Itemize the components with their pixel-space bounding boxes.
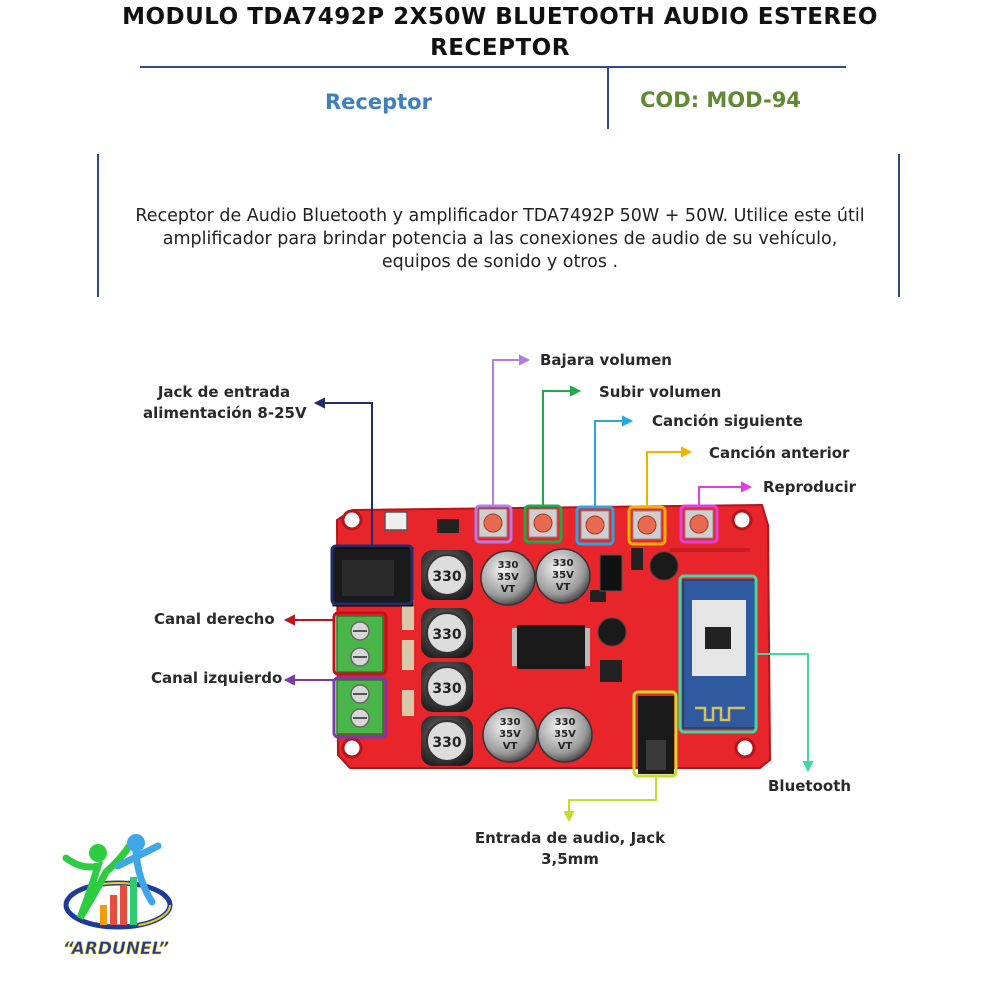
- description-line-2: amplificador para brindar potencia a las…: [162, 229, 838, 249]
- callout-lines: [283, 354, 814, 823]
- inductor-4: 330: [421, 716, 473, 766]
- cap-series: VT: [503, 741, 518, 752]
- product-code: COD: MOD-94: [640, 88, 801, 112]
- cap-voltage: 35V: [552, 570, 574, 581]
- cap-series: VT: [501, 584, 516, 595]
- title-line-1: MODULO TDA7492P 2X50W BLUETOOTH AUDIO ES…: [122, 4, 878, 30]
- vol-up-button: [528, 508, 558, 538]
- bluetooth-label: Bluetooth: [768, 777, 852, 795]
- amplifier-ic: [512, 625, 590, 669]
- header-vertical-divider: [607, 67, 609, 129]
- capacitor-1: 330 35V VT: [480, 550, 536, 606]
- inductor-marking: 330: [432, 627, 461, 643]
- mount-hole: [341, 509, 363, 531]
- cap-value: 330: [498, 560, 519, 571]
- product-description: Receptor de Audio Bluetooth y amplificad…: [105, 205, 895, 274]
- prev-song-label: Canción anterior: [709, 444, 850, 462]
- inductor-3: 330: [421, 662, 473, 712]
- power-jack-label: Jack de entrada alimentación 8-25V: [143, 382, 307, 424]
- prev-song-button: [632, 510, 662, 540]
- next-song-callout: [594, 420, 624, 507]
- logo-text: “ARDUNEL”: [63, 939, 169, 959]
- description-line-1: Receptor de Audio Bluetooth y amplificad…: [135, 206, 865, 226]
- inductor-1: 330: [421, 550, 473, 600]
- description-left-border: [97, 154, 99, 297]
- next-song-label: Canción siguiente: [652, 412, 803, 430]
- dip-switch: [599, 554, 623, 592]
- vol-down-label: Bajara volumen: [540, 351, 672, 369]
- cap-voltage: 35V: [497, 572, 519, 583]
- cap-voltage: 35V: [499, 729, 521, 740]
- power-jack-label-line-2: alimentación 8-25V: [143, 404, 307, 422]
- vol-down-callout: [492, 359, 521, 506]
- small-ic: [437, 519, 459, 533]
- inductor-marking: 330: [432, 681, 461, 697]
- next-song-button: [580, 510, 610, 540]
- title-line-2: RECEPTOR: [430, 35, 570, 61]
- left-channel-highlight: [332, 676, 388, 739]
- play-button: [684, 509, 714, 539]
- cap-value: 330: [500, 717, 521, 728]
- audio-in-label-line-2: 3,5mm: [541, 850, 599, 868]
- prev-song-callout: [646, 451, 683, 507]
- capacitor-3: 330 35V VT: [482, 707, 538, 763]
- page-title: MODULO TDA7492P 2X50W BLUETOOTH AUDIO ES…: [60, 2, 940, 64]
- capacitor-2: 330 35V VT: [535, 548, 591, 604]
- bluetooth-module: [682, 579, 756, 729]
- description-right-border: [898, 154, 900, 297]
- mount-hole: [341, 737, 363, 759]
- power-jack-callout: [322, 402, 373, 546]
- ardunel-logo: “ARDUNEL”: [62, 834, 173, 959]
- vol-up-callout: [542, 390, 572, 506]
- cap-voltage: 35V: [554, 729, 576, 740]
- audio-in-callout: [568, 776, 657, 813]
- category-label: Receptor: [325, 90, 432, 114]
- small-capacitor: [597, 617, 627, 647]
- right-channel-label: Canal derecho: [154, 610, 275, 628]
- play-callout: [698, 486, 743, 506]
- description-line-3: equipos de sonido y otros .: [381, 252, 619, 272]
- inductor-marking: 330: [432, 569, 461, 585]
- power-jack-label-line-1: Jack de entrada: [157, 383, 291, 401]
- inductor-2: 330: [421, 608, 473, 658]
- mount-hole: [734, 737, 756, 759]
- vol-down-button: [478, 508, 508, 538]
- cap-value: 330: [553, 558, 574, 569]
- right-channel-highlight: [332, 611, 388, 676]
- header-divider: [140, 66, 846, 68]
- audio-in-label: Entrada de audio, Jack 3,5mm: [470, 828, 670, 870]
- audio-jack: [638, 696, 674, 774]
- play-label: Reproducir: [763, 478, 857, 496]
- antenna-trace: [695, 706, 745, 722]
- small-capacitor: [649, 551, 679, 581]
- bluetooth-callout: [756, 653, 809, 763]
- cap-series: VT: [556, 582, 571, 593]
- terminal-block-right: [336, 615, 384, 673]
- led: [384, 511, 408, 531]
- mount-hole: [731, 509, 753, 531]
- audio-in-label-line-1: Entrada de audio, Jack: [474, 829, 666, 847]
- dc-power-jack: [332, 547, 414, 607]
- terminal-block-left: [336, 679, 384, 735]
- inductor-marking: 330: [432, 735, 461, 751]
- capacitor-4: 330 35V VT: [537, 707, 593, 763]
- left-channel-label: Canal izquierdo: [151, 669, 283, 687]
- vol-up-label: Subir volumen: [599, 383, 722, 401]
- cap-value: 330: [555, 717, 576, 728]
- cap-series: VT: [558, 741, 573, 752]
